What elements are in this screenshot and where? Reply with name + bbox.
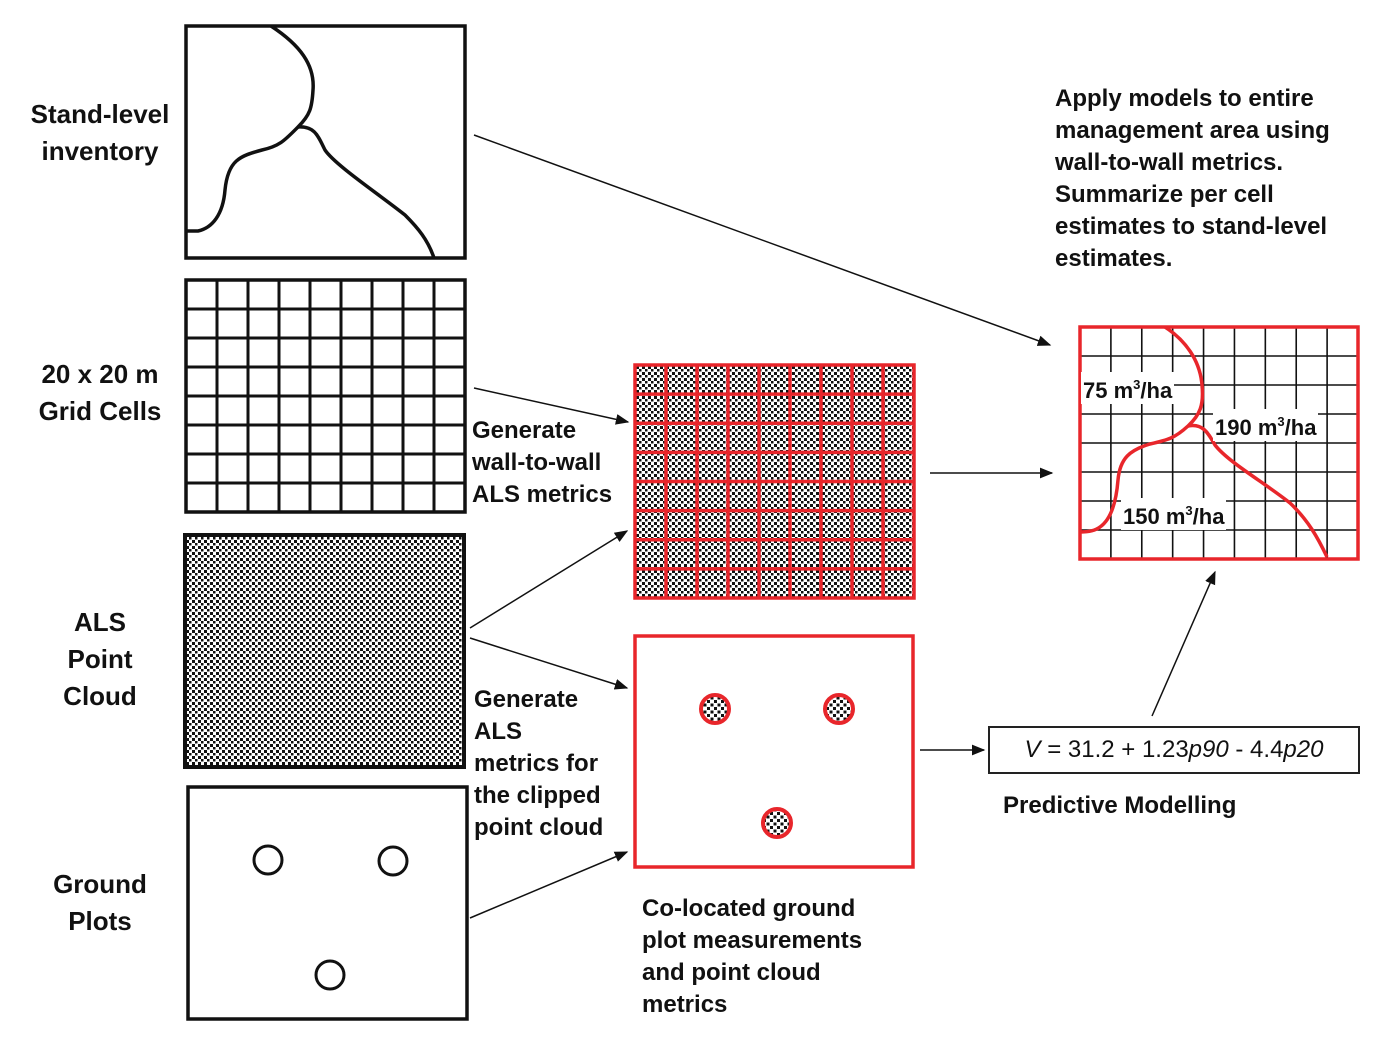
label-line: Cloud — [63, 681, 137, 711]
arrow-model-to-result — [1151, 570, 1216, 717]
label-grid-cells: 20 x 20 m Grid Cells — [10, 356, 190, 430]
label-line: Plots — [68, 906, 132, 936]
arrow-grid-to-metrics — [473, 387, 630, 425]
estimate-label-3: 150 m3/ha — [1121, 498, 1227, 530]
colocated-plot-2 — [823, 693, 855, 725]
formula-text: = 31.2 + 1.23 — [1040, 736, 1189, 763]
arrow-ground-to-colocated — [469, 851, 629, 919]
step-apply-models: Apply models to entire management area u… — [1055, 83, 1330, 275]
step-line: metrics — [642, 991, 728, 1018]
formula-var-p90: p90 — [1188, 736, 1229, 763]
estimate-unit-sup: 3 — [1185, 503, 1193, 518]
stand-boundary-2 — [297, 125, 436, 259]
step-line: Apply models to entire — [1055, 85, 1314, 112]
estimate-unit-sup: 3 — [1277, 414, 1285, 429]
colocated-plot-1 — [699, 693, 731, 725]
estimate-unit-sup: 3 — [1133, 377, 1141, 392]
label-als-point-cloud: ALS Point Cloud — [10, 604, 190, 715]
step-wall-to-wall-metrics: Generate wall-to-wall ALS metrics — [472, 415, 612, 511]
ground-plot-1 — [252, 844, 284, 876]
label-stand-level-inventory: Stand-level inventory — [10, 96, 190, 170]
step-line: estimates. — [1055, 245, 1173, 272]
colocated-plot-3 — [761, 807, 793, 839]
formula-text: - 4.4 — [1228, 736, 1284, 763]
ground-plots-box — [186, 785, 469, 1021]
estimate-unit: m — [1251, 415, 1278, 440]
step-line: Generate — [474, 686, 579, 713]
grid-cells-box — [184, 278, 467, 514]
estimate-label-2: 190 m3/ha — [1213, 409, 1319, 441]
ground-plot-2 — [377, 845, 409, 877]
estimate-label-1: 75 m3/ha — [1081, 372, 1175, 404]
wall-to-wall-metrics-grid — [633, 363, 916, 600]
step-line: plot measurements — [642, 927, 863, 954]
step-line: estimates to stand-level — [1055, 213, 1328, 240]
formula-var-v: V — [1024, 736, 1041, 763]
step-line: metrics for — [474, 750, 599, 777]
step-line: the clipped — [474, 782, 601, 809]
als-point-cloud-box — [183, 533, 466, 769]
step-clipped-metrics: Generate ALS metrics for the clipped poi… — [474, 684, 603, 844]
arrow-als-to-colocated — [469, 637, 629, 690]
label-line: Stand-level — [30, 99, 170, 129]
step-line: ALS metrics — [472, 481, 613, 508]
step-colocated: Co-located ground plot measurements and … — [642, 893, 862, 1021]
step-line: Summarize per cell — [1055, 181, 1274, 208]
estimate-unit: m — [1107, 378, 1134, 403]
label-line: inventory — [41, 136, 159, 166]
stand-map-box — [184, 24, 467, 260]
step-line: management area using — [1055, 117, 1330, 144]
label-line: Ground — [53, 869, 147, 899]
estimate-unit: /ha — [1284, 415, 1317, 440]
estimate-unit: /ha — [1192, 504, 1225, 529]
arrow-als-to-metrics — [469, 530, 629, 629]
step-line: wall-to-wall metrics. — [1055, 149, 1284, 176]
step-line: ALS — [474, 718, 522, 745]
step-line: wall-to-wall — [472, 449, 602, 476]
estimate-boundary-2 — [1187, 423, 1329, 558]
arrow-stand-to-result — [473, 134, 1052, 346]
label-line: ALS — [74, 607, 126, 637]
step-line: and point cloud — [642, 959, 821, 986]
step-line: Co-located ground — [642, 895, 856, 922]
estimate-boundary-1 — [1080, 327, 1205, 534]
step-line: Generate — [472, 417, 577, 444]
estimate-value: 190 — [1215, 415, 1252, 440]
step-line: point cloud — [474, 814, 604, 841]
label-line: Grid Cells — [38, 396, 162, 426]
estimate-unit: /ha — [1140, 378, 1173, 403]
model-formula-box: V = 31.2 + 1.23p90 - 4.4p20 — [988, 726, 1360, 774]
label-ground-plots: Ground Plots — [10, 866, 190, 940]
model-caption: Predictive Modelling — [1003, 792, 1237, 819]
estimate-unit: m — [1159, 504, 1186, 529]
label-line: 20 x 20 m — [41, 359, 159, 389]
label-line: Point — [67, 644, 133, 674]
estimate-value: 75 — [1083, 378, 1108, 403]
colocated-plots-box — [633, 634, 915, 869]
stand-boundary-1 — [186, 24, 315, 233]
ground-plot-3 — [314, 959, 346, 991]
estimate-value: 150 — [1123, 504, 1160, 529]
formula-var-p20: p20 — [1283, 736, 1324, 763]
